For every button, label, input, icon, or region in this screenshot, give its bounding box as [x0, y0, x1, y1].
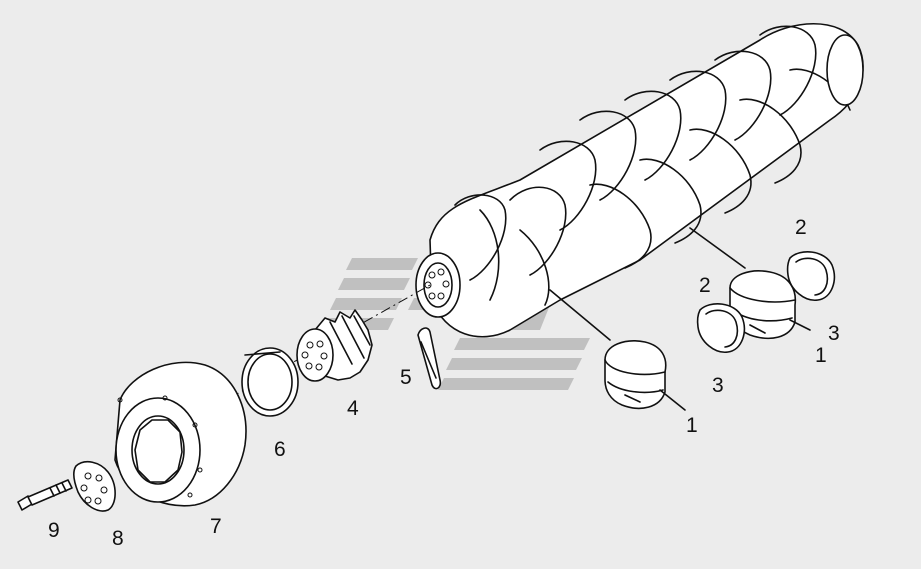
callout-1-upper: 1	[815, 344, 827, 367]
leader-line-1-lower	[659, 389, 686, 411]
leader-line-crank-to-upper	[689, 227, 746, 269]
leader-line-crank-to-shell	[549, 289, 611, 341]
thrust-ring-upper	[786, 251, 836, 301]
callout-2-lower: 2	[699, 274, 711, 297]
leader-line-1-upper	[789, 319, 811, 331]
callout-3-left: 3	[712, 374, 724, 397]
callout-2-upper: 2	[795, 216, 807, 239]
key	[417, 327, 442, 390]
bolt	[17, 479, 73, 511]
damper	[114, 361, 247, 507]
bearing-shell-lower	[604, 340, 667, 409]
callout-5: 5	[400, 366, 412, 389]
callout-8: 8	[112, 527, 124, 550]
callout-4: 4	[347, 397, 359, 420]
callout-3-right: 3	[828, 322, 840, 345]
thrust-ring-lower	[696, 303, 746, 353]
callout-1-lower: 1	[686, 414, 698, 437]
gear	[296, 309, 373, 382]
crankshaft	[415, 22, 864, 338]
callout-7: 7	[210, 515, 222, 538]
callout-9: 9	[48, 519, 60, 542]
washer	[73, 460, 116, 512]
seal-ring	[241, 347, 299, 417]
callout-6: 6	[274, 438, 286, 461]
